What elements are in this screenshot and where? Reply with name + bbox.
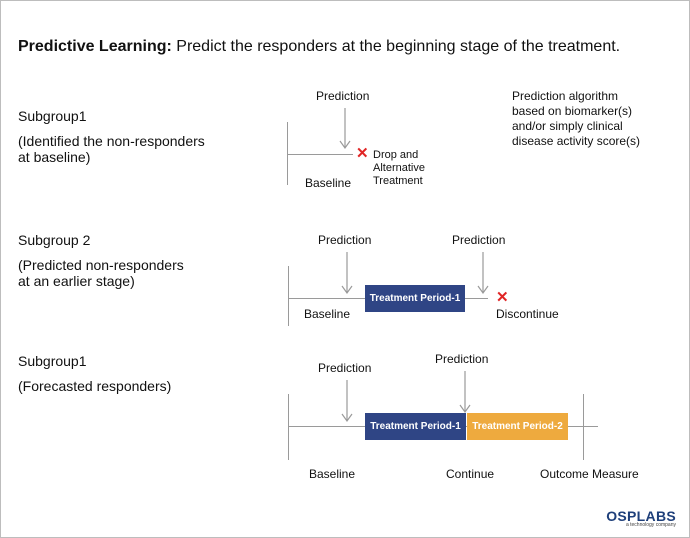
- section1-outcome-line1: Drop and: [373, 149, 419, 161]
- osplabs-logo: OSPLABS a technology company: [606, 508, 676, 528]
- section3-treatment-period-2: Treatment Period-2: [467, 413, 568, 440]
- section1-prediction-arrow: [339, 108, 351, 150]
- section1-outcome-line2: Alternative: [373, 162, 425, 174]
- section2-description-line2: at an earlier stage): [18, 273, 135, 289]
- logo-tagline: a technology company: [625, 522, 676, 528]
- section2-baseline-label: Baseline: [304, 307, 351, 321]
- title-bold: Predictive Learning:: [18, 38, 172, 55]
- section3-prediction-arrow-1: [341, 380, 353, 423]
- prediction-algorithm-note-line3: and/or simply clinical: [512, 119, 623, 133]
- page-title: Predictive Learning: Predict the respond…: [18, 38, 620, 56]
- section1-baseline-tick: [287, 122, 288, 185]
- section1-prediction-label: Prediction: [316, 89, 370, 103]
- section1-timeline: [287, 154, 353, 155]
- prediction-algorithm-note-line4: disease activity score(s): [512, 134, 641, 148]
- section3-prediction-label-1: Prediction: [318, 361, 372, 375]
- section2-prediction-label-2: Prediction: [452, 233, 506, 247]
- section3-baseline-tick: [288, 394, 289, 460]
- section2-prediction-arrow-1: [341, 252, 353, 295]
- section3-prediction-label-2: Prediction: [435, 352, 489, 366]
- prediction-algorithm-note-line2: based on biomarker(s): [512, 104, 633, 118]
- section1-description-line2: at baseline): [18, 149, 91, 165]
- logo-name: OSPLABS: [606, 508, 676, 524]
- section1-description-line1: (Identified the non-responders: [18, 133, 205, 149]
- section3-baseline-label: Baseline: [309, 467, 356, 481]
- section2-heading: Subgroup 2: [18, 232, 91, 248]
- section2-description-line1: (Predicted non-responders: [18, 257, 184, 273]
- section1-baseline-label: Baseline: [305, 176, 352, 190]
- section3-outcome-tick: [583, 394, 584, 460]
- section1-drop-cross-icon: ✕: [356, 145, 369, 162]
- title-rest: Predict the responders at the beginning …: [171, 38, 621, 55]
- section2-prediction-arrow-2: [477, 252, 489, 295]
- prediction-algorithm-note-line1: Prediction algorithm: [512, 89, 619, 103]
- section1-outcome-line3: Treatment: [373, 175, 423, 187]
- section3-treatment-period-1: Treatment Period-1: [365, 413, 466, 440]
- section3-description-line1: (Forecasted responders): [18, 378, 172, 394]
- section3-outcome-label: Outcome Measure: [540, 467, 639, 481]
- section2-outcome-label: Discontinue: [496, 307, 559, 321]
- section1-heading: Subgroup1: [18, 108, 87, 124]
- section2-treatment-period-1: Treatment Period-1: [365, 285, 465, 312]
- section2-discontinue-cross-icon: ✕: [496, 289, 509, 306]
- section2-baseline-tick: [288, 266, 289, 326]
- section3-heading: Subgroup1: [18, 353, 87, 369]
- section3-continue-label: Continue: [446, 467, 495, 481]
- section2-prediction-label-1: Prediction: [318, 233, 372, 247]
- section3-prediction-arrow-2: [459, 371, 471, 414]
